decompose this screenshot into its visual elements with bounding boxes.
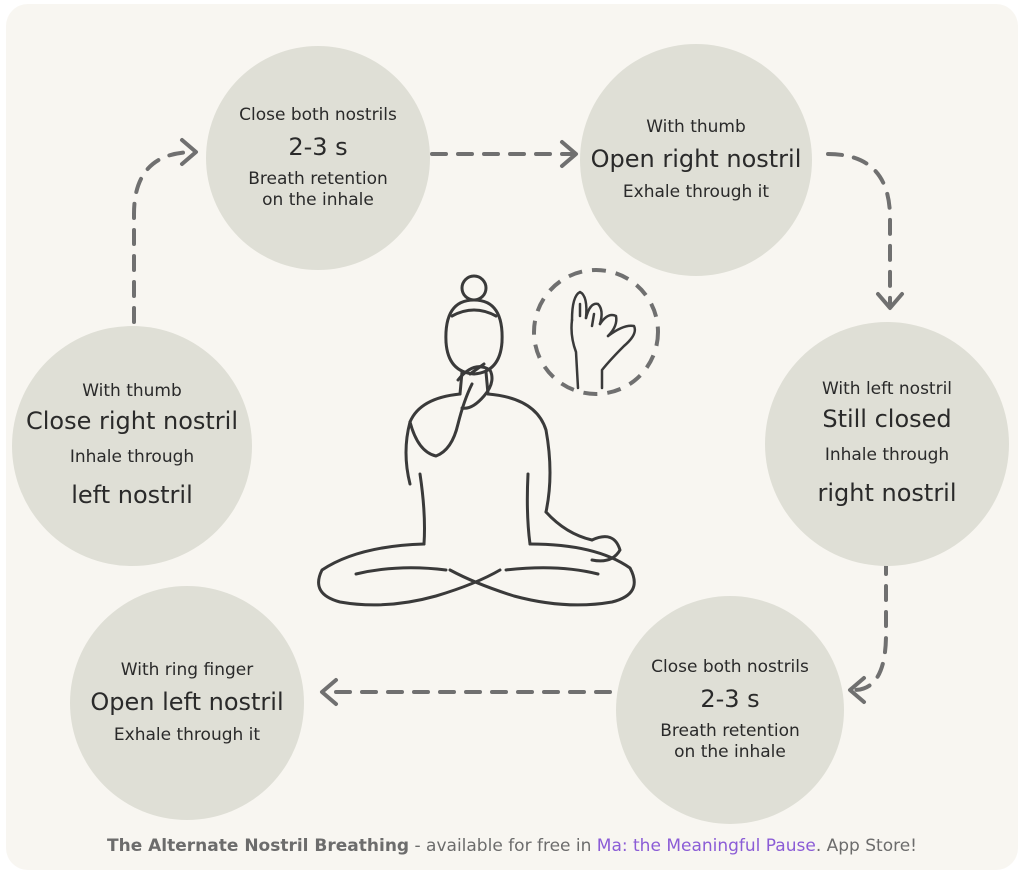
step-detail: on the inhale xyxy=(262,190,374,211)
step-headline: 2-3 s xyxy=(288,132,348,161)
arrow-top-left-to-top-right xyxy=(430,140,578,168)
step-detail-large: left nostril xyxy=(71,481,193,510)
arrow-left-to-top-left xyxy=(132,138,198,324)
step-detail: Inhale through xyxy=(824,445,950,465)
step-close-right-nostril: With thumb Close right nostril Inhale th… xyxy=(12,326,252,566)
step-instruction: With left nostril xyxy=(821,378,953,399)
step-detail: Inhale through xyxy=(69,447,195,467)
app-store-link[interactable]: Ma: the Meaningful Pause xyxy=(596,836,816,856)
meditating-person-icon xyxy=(317,274,636,607)
footer-end: . App Store! xyxy=(815,836,917,856)
footer-middle: - available for free in xyxy=(409,836,597,856)
step-detail: Exhale through it xyxy=(113,724,261,745)
step-headline: 2-3 s xyxy=(700,684,760,713)
step-instruction: Close both nostrils xyxy=(239,104,397,125)
hand-mudra-icon xyxy=(532,268,660,396)
infographic-card: Close both nostrils 2-3 s Breath retenti… xyxy=(6,4,1018,870)
arrow-bottom-right-to-bottom-left xyxy=(320,678,612,706)
arrow-top-right-to-right xyxy=(826,152,904,310)
step-headline: Open left nostril xyxy=(90,688,284,717)
footer-caption: The Alternate Nostril Breathing - availa… xyxy=(6,836,1018,856)
step-instruction: Close both nostrils xyxy=(651,656,809,677)
step-instruction: With thumb xyxy=(82,380,182,401)
arrow-right-to-bottom-right xyxy=(848,558,888,704)
step-instruction: With ring finger xyxy=(120,660,254,681)
step-detail: Breath retention xyxy=(660,720,800,741)
step-close-both-nostrils-bottom: Close both nostrils 2-3 s Breath retenti… xyxy=(616,596,844,824)
step-detail: Breath retention xyxy=(248,168,388,189)
step-still-closed: With left nostril Still closed Inhale th… xyxy=(765,322,1009,566)
step-instruction: With thumb xyxy=(646,117,746,138)
step-detail: on the inhale xyxy=(674,742,786,763)
arrows-layer xyxy=(132,138,904,706)
step-open-left-nostril: With ring finger Open left nostril Exhal… xyxy=(70,586,304,820)
step-headline: Still closed xyxy=(822,404,952,433)
step-detail: Exhale through it xyxy=(622,181,770,202)
step-close-both-nostrils-top: Close both nostrils 2-3 s Breath retenti… xyxy=(206,46,430,270)
step-detail-large: right nostril xyxy=(817,479,957,508)
step-open-right-nostril: With thumb Open right nostril Exhale thr… xyxy=(580,44,812,276)
step-headline: Open right nostril xyxy=(590,145,802,174)
step-headline: Close right nostril xyxy=(25,406,239,435)
footer-title: The Alternate Nostril Breathing xyxy=(107,836,410,856)
